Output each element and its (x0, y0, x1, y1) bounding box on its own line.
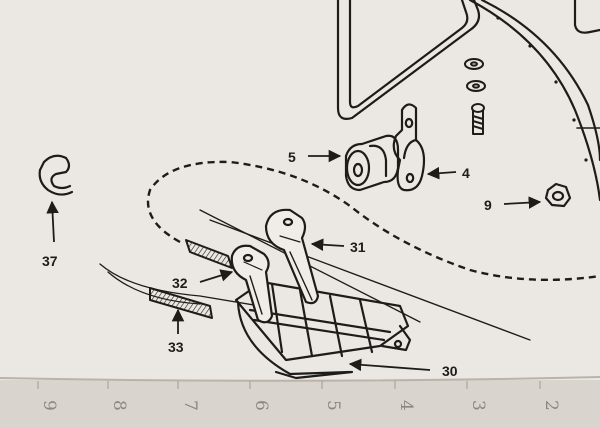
ruler-label: 9 (39, 400, 59, 411)
leader-32 (199, 269, 234, 283)
washers (464, 58, 486, 92)
leader-30 (348, 358, 431, 372)
clamp-part-4 (392, 103, 426, 192)
ruler-ticks (37, 381, 541, 389)
ruler-label: 7 (180, 400, 200, 411)
frame-bracket (336, 0, 600, 202)
ruler-label: 3 (468, 400, 488, 411)
callout-9: 9 (484, 197, 492, 213)
callout-31: 31 (350, 239, 366, 255)
leader-37 (46, 200, 59, 243)
cable-sleeves (149, 239, 233, 319)
dashed-cable-route (146, 160, 600, 282)
callout-labels: 5 4 9 31 32 33 30 37 (42, 149, 492, 379)
leader-9 (503, 196, 542, 209)
callout-32: 32 (172, 275, 188, 291)
nut-part-9 (544, 182, 572, 208)
ruler-band (0, 380, 600, 427)
leader-31 (310, 238, 345, 251)
ruler-label: 2 (541, 400, 561, 411)
callout-5: 5 (288, 149, 296, 165)
callout-4: 4 (462, 165, 470, 181)
ruler-numbers: 9 8 7 6 5 4 3 2 (39, 400, 561, 411)
lever-part-31 (264, 208, 320, 305)
ruler-label: 4 (396, 400, 416, 411)
ruler-label: 6 (251, 400, 271, 411)
leader-4 (426, 166, 457, 180)
paper (0, 0, 600, 380)
screw (471, 103, 485, 135)
ruler-label: 5 (323, 400, 343, 411)
callout-30: 30 (442, 363, 458, 379)
callout-37: 37 (42, 253, 58, 269)
bushing-part-5 (344, 134, 400, 192)
frame-rivets (496, 16, 588, 162)
callout-leaders (46, 149, 542, 372)
callout-33: 33 (168, 339, 184, 355)
clip-part-37 (38, 154, 74, 196)
ruler-label: 8 (109, 400, 129, 411)
lever-part-32 (230, 244, 274, 324)
